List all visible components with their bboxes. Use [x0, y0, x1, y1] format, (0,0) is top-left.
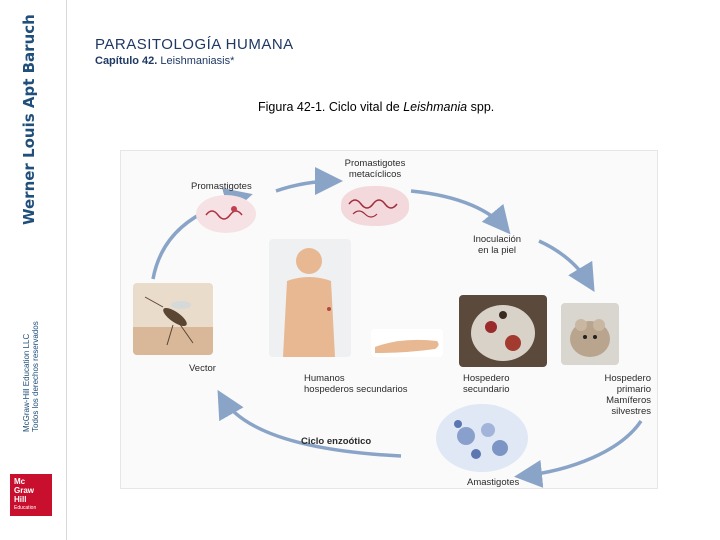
human-hand-image [371, 329, 443, 357]
arrow-host-to-amastigotes [514, 420, 643, 488]
book-title: PARASITOLOGÍA HUMANA [95, 36, 294, 53]
arrow-promastigotes-to-metacyclic [275, 167, 343, 196]
arrow-metacyclic-to-inoculation [410, 189, 511, 235]
copyright-line-1: McGraw-Hill Education LLC [22, 333, 31, 432]
publisher-logo: Mc Graw Hill Education [10, 474, 52, 516]
metacyclic-promastigotes-image [341, 186, 409, 226]
sidebar: Werner Louis Apt Baruch McGraw-Hill Educ… [0, 0, 67, 540]
label-metacyclic: Promastigotes metacíclicos [344, 158, 406, 180]
life-cycle-figure: Promastigotes Promastigotes metacíclicos… [120, 150, 658, 489]
label-secondary-host: Hospedero secundario [463, 373, 510, 395]
dog-secondary-host-image [459, 295, 547, 367]
arrow-amastigotes-to-vector [217, 389, 402, 458]
label-enzootic-cycle: Ciclo enzoótico [301, 436, 372, 447]
chapter-title: Capítulo 42. Leishmaniasis* [95, 55, 234, 67]
human-host-image [269, 239, 351, 357]
label-humans: Humanos hospederos secundarios [304, 373, 408, 395]
label-inoculation: Inoculación en la piel [472, 234, 522, 256]
label-promastigotes: Promastigotes [191, 181, 252, 192]
amastigotes-cells-image [436, 404, 528, 472]
chapter-label: Capítulo 42. [95, 55, 158, 67]
label-amastigotes: Amastigotes [467, 477, 520, 488]
copyright-line-2: Todos los derechos reservados [31, 321, 40, 432]
rodent-primary-host-image [561, 303, 619, 365]
label-vector: Vector [189, 363, 216, 374]
mosquito-vector-image [133, 283, 213, 355]
author-name: Werner Louis Apt Baruch [20, 14, 38, 225]
label-primary-host: Hospedero primario Mamíferos silvestres [604, 373, 651, 417]
promastigotes-cell-image [196, 195, 256, 233]
figure-caption: Figura 42-1. Ciclo vital de Leishmania s… [258, 100, 495, 114]
chapter-name: Leishmaniasis* [160, 55, 235, 67]
caption-species: Leishmania [403, 100, 468, 114]
arrow-inoculation-to-hosts [538, 239, 595, 293]
